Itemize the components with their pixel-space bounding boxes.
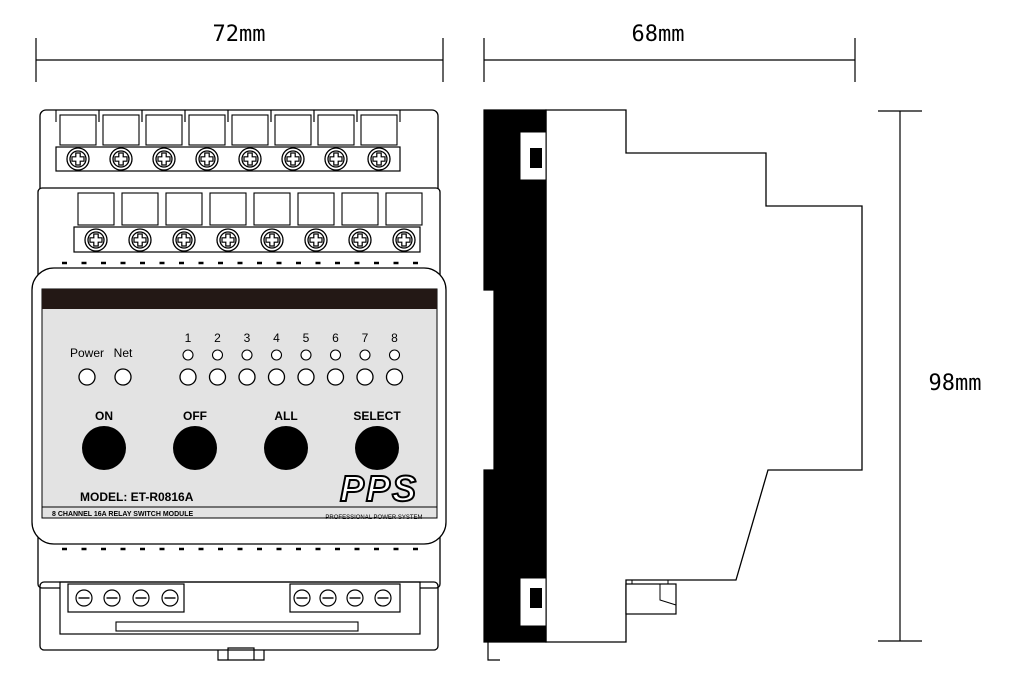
channel-led (385, 368, 404, 386)
channel-status-led (241, 349, 253, 361)
power-led (78, 368, 96, 386)
channel-number-label: 3 (244, 331, 251, 345)
terminal-screw (281, 147, 305, 171)
terminal-screw (324, 147, 348, 171)
vent-slots (62, 261, 418, 551)
terminal-screw (132, 589, 150, 607)
front-panel-face (41, 288, 438, 519)
channel-status-led (182, 349, 194, 361)
channel-number-label: 7 (362, 331, 369, 345)
terminal-screw (348, 228, 372, 252)
terminal-screw (374, 589, 392, 607)
channel-led (238, 368, 256, 386)
select-button-label: SELECT (353, 409, 401, 423)
channel-led (267, 368, 286, 386)
channel-status-led (300, 349, 312, 361)
terminal-screw (161, 589, 179, 607)
din-rail-slot (115, 621, 359, 632)
channel-led (326, 368, 345, 386)
depth-dimension (483, 38, 856, 82)
depth-dimension-label: 68mm (632, 22, 685, 47)
channel-status-led (270, 349, 283, 361)
on-button[interactable] (82, 426, 126, 470)
terminal-screw (195, 147, 219, 171)
module-description: 8 CHANNEL 16A RELAY SWITCH MODULE (52, 511, 194, 518)
channel-status-led (329, 349, 342, 361)
front-view: Power Net 1 2 3 4 5 6 7 8 ON OFF ALL SELECT MOD… (31, 109, 447, 661)
power-led-label: Power (70, 346, 104, 360)
middle-terminal-dividers (77, 192, 423, 226)
terminal-screw (66, 147, 90, 171)
terminal-screw (216, 228, 240, 252)
terminal-screw (304, 228, 328, 252)
width-dimension-label: 72mm (213, 22, 266, 47)
channel-number-label: 2 (214, 331, 221, 345)
terminal-screw (293, 589, 311, 607)
terminal-screw (103, 589, 121, 607)
terminal-screw (84, 228, 108, 252)
front-panel-band (42, 289, 437, 309)
terminal-screw (346, 589, 364, 607)
side-clip-housing (483, 109, 547, 643)
net-led-label: Net (114, 346, 133, 360)
all-button[interactable] (264, 426, 308, 470)
off-button-label: OFF (183, 409, 207, 423)
side-view (483, 109, 863, 661)
terminal-screw (172, 228, 196, 252)
brand-logo: PPS (340, 468, 418, 509)
terminal-screw (152, 147, 176, 171)
channel-leds: 1 2 3 4 5 6 7 8 (179, 331, 404, 386)
channel-led (356, 368, 374, 386)
side-terminal-block (625, 583, 677, 615)
select-button[interactable] (355, 426, 399, 470)
net-led (114, 368, 132, 386)
terminal-screw (238, 147, 262, 171)
terminal-screw (260, 228, 284, 252)
terminal-screw (319, 589, 337, 607)
terminal-screw (367, 147, 391, 171)
off-button[interactable] (173, 426, 217, 470)
channel-status-led (211, 349, 224, 361)
channel-number-label: 8 (391, 331, 398, 345)
channel-led (297, 368, 315, 386)
channel-number-label: 1 (185, 331, 192, 345)
width-dimension (35, 38, 444, 82)
terminal-screw (392, 228, 416, 252)
channel-number-label: 4 (273, 331, 280, 345)
channel-status-led (359, 349, 371, 361)
all-button-label: ALL (274, 409, 297, 423)
channel-status-led (388, 349, 401, 361)
top-terminal-dividers (55, 110, 401, 146)
model-label: MODEL: ET-R0816A (80, 490, 194, 504)
channel-led (208, 368, 227, 386)
channel-number-label: 6 (332, 331, 339, 345)
on-button-label: ON (95, 409, 113, 423)
height-dimension-label: 98mm (929, 371, 982, 396)
height-dimension (878, 110, 922, 642)
din-clip (217, 647, 265, 661)
terminal-screw (75, 589, 93, 607)
side-profile-outline (545, 109, 863, 643)
terminal-screw (109, 147, 133, 171)
brand-tagline: PROFESSIONAL POWER SYSTEM (325, 515, 422, 521)
channel-number-label: 5 (303, 331, 310, 345)
terminal-screw (128, 228, 152, 252)
channel-led (179, 368, 197, 386)
